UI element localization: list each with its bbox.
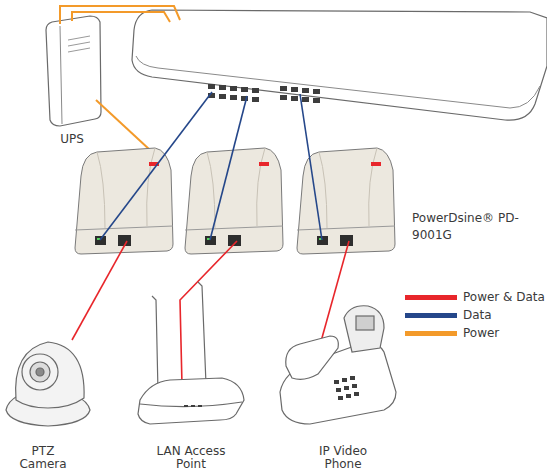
legend-swatch: [405, 313, 457, 318]
network-switch: [132, 10, 547, 120]
poe-injector: [297, 148, 395, 254]
phone-illustration: [280, 306, 396, 424]
legend-swatch: [405, 295, 457, 300]
device-caption: IP Video Phone: [308, 445, 378, 471]
access-point-illustration: [138, 282, 244, 424]
device-node: LAN Access Point: [132, 280, 250, 471]
legend-entry: Data: [405, 306, 545, 324]
legend-text: Data: [463, 308, 492, 322]
device-node: PTZ Camera: [0, 330, 86, 471]
product-label: PowerDsine® PD-9001G: [412, 210, 542, 244]
data-wire: [100, 92, 322, 240]
legend-entry: Power & Data: [405, 288, 545, 306]
legend-text: Power: [463, 326, 499, 340]
poe-injector: [185, 148, 283, 254]
poe-wire: [72, 241, 349, 385]
camera-illustration: [6, 342, 90, 426]
power-wire: [60, 6, 180, 150]
device-caption: LAN Access Point: [146, 445, 236, 471]
device-caption: PTZ Camera: [15, 445, 71, 471]
legend: Power & DataDataPower: [405, 288, 545, 342]
legend-entry: Power: [405, 324, 545, 342]
device-node: IP Video Phone: [284, 300, 402, 471]
legend-text: Power & Data: [463, 290, 545, 304]
device-caption: UPS: [42, 133, 102, 146]
ups-unit: [46, 16, 101, 126]
legend-swatch: [405, 331, 457, 336]
device-node: UPS: [30, 14, 114, 146]
